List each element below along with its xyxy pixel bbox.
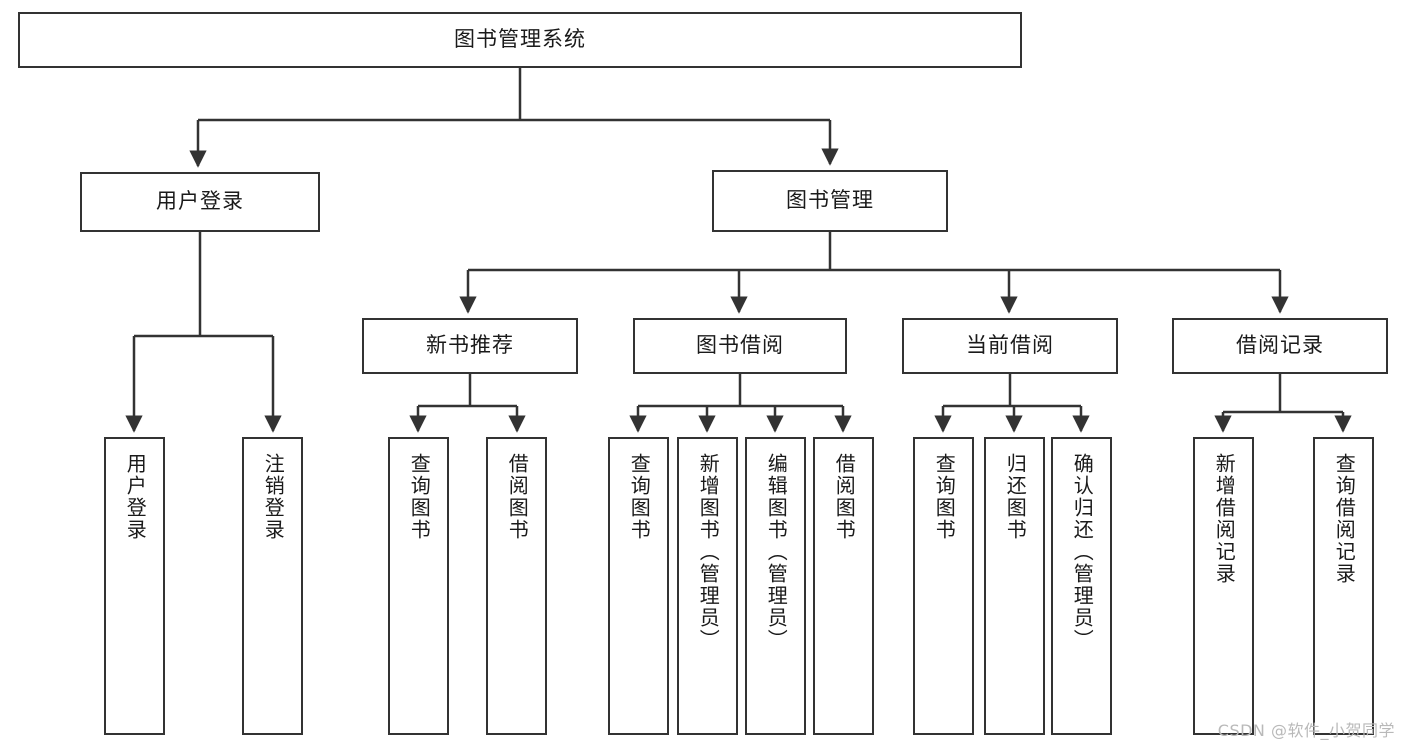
leaf-label: 新增借阅记录 [1212, 453, 1237, 585]
node-user-login[interactable]: 用户登录 [80, 172, 320, 232]
leaf-label: 借阅图书 [505, 453, 530, 541]
node-new-book-recommend[interactable]: 新书推荐 [362, 318, 578, 374]
leaf-label: 新增图书（管理员） [696, 453, 721, 651]
node-new-book-recommend-label: 新书推荐 [426, 333, 514, 358]
leaf-edit-book-admin[interactable]: 编辑图书（管理员） [745, 437, 806, 735]
leaf-add-book-admin[interactable]: 新增图书（管理员） [677, 437, 738, 735]
leaf-query-book-borrow[interactable]: 查询图书 [608, 437, 669, 735]
leaf-borrow-book[interactable]: 借阅图书 [813, 437, 874, 735]
node-current-borrow-label: 当前借阅 [966, 333, 1054, 358]
leaf-label: 查询借阅记录 [1332, 453, 1357, 585]
node-book-borrow-label: 图书借阅 [696, 333, 784, 358]
node-root-label: 图书管理系统 [454, 27, 586, 52]
node-root[interactable]: 图书管理系统 [18, 12, 1022, 68]
leaf-return-book[interactable]: 归还图书 [984, 437, 1045, 735]
leaf-label: 归还图书 [1003, 453, 1028, 541]
node-book-management-label: 图书管理 [786, 188, 874, 213]
leaf-logout[interactable]: 注销登录 [242, 437, 303, 735]
leaf-label: 注销登录 [261, 453, 286, 541]
node-borrow-record-label: 借阅记录 [1236, 333, 1324, 358]
leaf-borrow-book-newrec[interactable]: 借阅图书 [486, 437, 547, 735]
node-current-borrow[interactable]: 当前借阅 [902, 318, 1118, 374]
node-user-login-label: 用户登录 [156, 189, 244, 214]
leaf-label: 确认归还（管理员） [1070, 453, 1095, 651]
leaf-confirm-return-admin[interactable]: 确认归还（管理员） [1051, 437, 1112, 735]
leaf-query-book-newrec[interactable]: 查询图书 [388, 437, 449, 735]
node-book-borrow[interactable]: 图书借阅 [633, 318, 847, 374]
node-book-management[interactable]: 图书管理 [712, 170, 948, 232]
leaf-label: 查询图书 [407, 453, 432, 541]
leaf-label: 编辑图书（管理员） [764, 453, 789, 651]
leaf-label: 查询图书 [627, 453, 652, 541]
leaf-label: 借阅图书 [832, 453, 857, 541]
leaf-label: 查询图书 [932, 453, 957, 541]
leaf-user-login[interactable]: 用户登录 [104, 437, 165, 735]
leaf-add-borrow-record[interactable]: 新增借阅记录 [1193, 437, 1254, 735]
node-borrow-record[interactable]: 借阅记录 [1172, 318, 1388, 374]
leaf-label: 用户登录 [123, 453, 148, 541]
leaf-query-borrow-record[interactable]: 查询借阅记录 [1313, 437, 1374, 735]
leaf-query-book-current[interactable]: 查询图书 [913, 437, 974, 735]
